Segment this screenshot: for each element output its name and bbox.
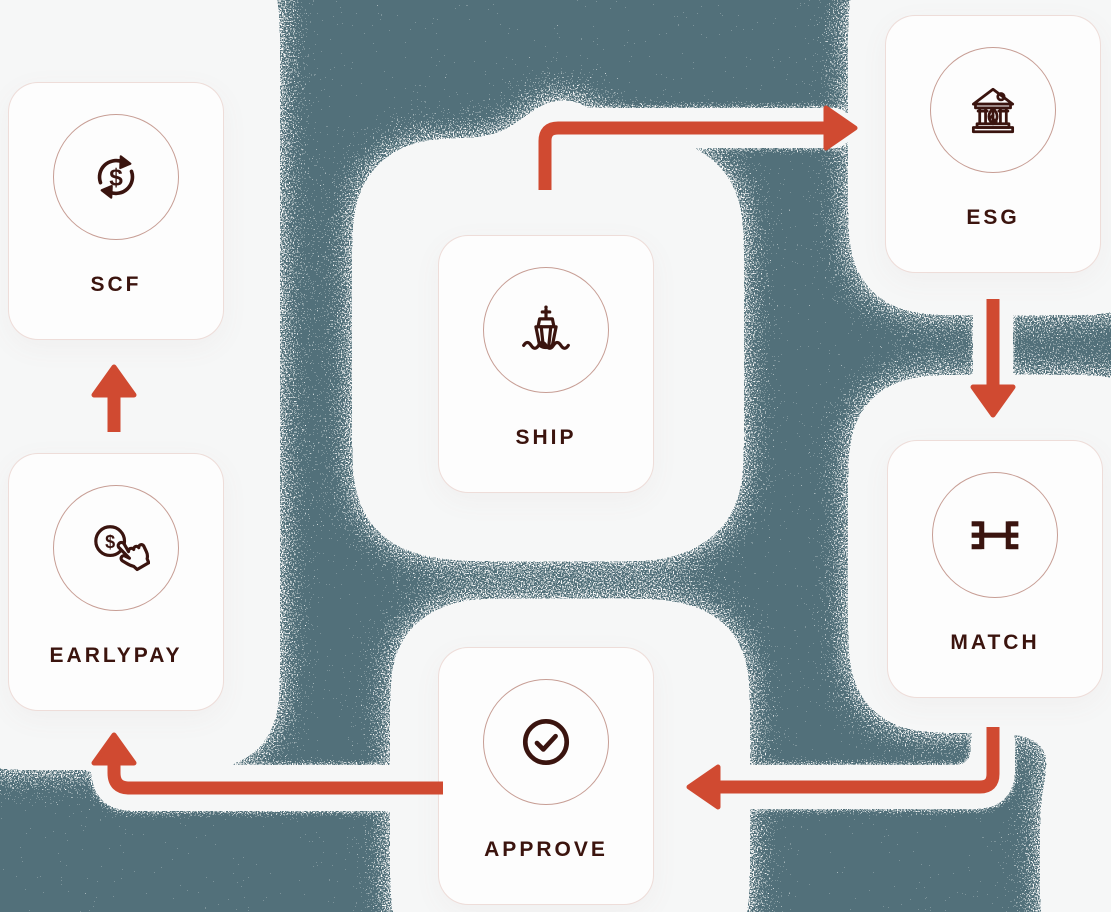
ship-icon [522, 305, 570, 350]
card-label: MATCH [950, 631, 1040, 654]
bank-leaf-icon [971, 87, 1015, 134]
svg-text:$: $ [109, 165, 123, 192]
card-label: EARLYPAY [49, 644, 183, 667]
card-label: APPROVE [484, 838, 608, 861]
card-ship: SHIP [438, 235, 654, 493]
arrowhead-up [91, 732, 137, 766]
card-label: SHIP [515, 426, 577, 449]
arrow-match-to-approve [716, 727, 1000, 794]
card-earlypay: $ EARLYPAY [8, 453, 224, 711]
card-label: ESG [966, 206, 1020, 229]
icon-ring [932, 472, 1058, 598]
arrow-approve-to-earlypay [107, 764, 443, 795]
arrowhead-down [970, 384, 1016, 418]
check-circle-icon [522, 718, 570, 766]
svg-text:$: $ [105, 532, 115, 552]
icon-ring: $ [53, 114, 179, 240]
card-scf: $ SCF [8, 82, 224, 340]
card-esg: ESG [885, 15, 1101, 273]
arrow-ship-to-esg [538, 121, 828, 190]
icon-ring [930, 47, 1056, 173]
arrowhead-left [686, 764, 721, 810]
icon-ring: $ [53, 485, 179, 611]
icon-ring [483, 679, 609, 805]
dollar-cycle-icon: $ [97, 155, 135, 199]
card-approve: APPROVE [438, 647, 654, 905]
bracket-match-icon [971, 521, 1019, 550]
arrowhead-right [823, 105, 858, 151]
coin-click-icon: $ [94, 525, 150, 572]
icon-ring [483, 267, 609, 393]
card-match: MATCH [887, 440, 1103, 698]
card-label: SCF [90, 273, 142, 296]
arrowhead-up [91, 364, 137, 398]
